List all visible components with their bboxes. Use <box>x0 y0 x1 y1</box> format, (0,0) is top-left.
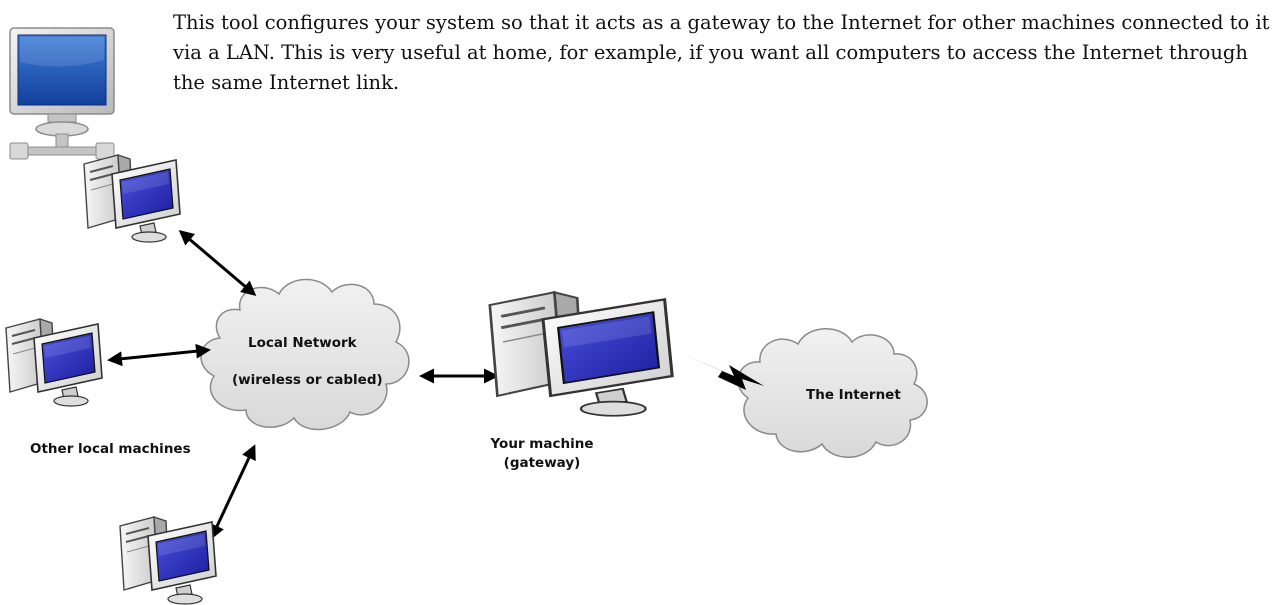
computer-icon <box>487 290 675 418</box>
gateway-label-line2: (gateway) <box>503 455 581 471</box>
arrow-left-machine <box>107 343 211 367</box>
gateway-label-line1: Your machine <box>490 436 594 452</box>
intro-text: This tool configures your system so that… <box>173 11 1270 94</box>
internet-cloud <box>737 328 928 458</box>
computer-icon <box>83 154 181 243</box>
arrow-bottom-machine <box>210 444 256 540</box>
internet-link-bolt <box>678 352 764 390</box>
internet-label: The Internet <box>806 387 901 403</box>
other-machines-label: Other local machines <box>30 441 191 457</box>
lan-sharing-icon <box>9 27 115 160</box>
local-network-label: Local Network <box>248 335 357 351</box>
computer-icon <box>5 318 103 407</box>
arrow-top-machine <box>178 230 257 296</box>
local-network-sublabel: (wireless or cabled) <box>232 372 383 388</box>
computer-icon <box>119 516 217 605</box>
local-network-cloud <box>200 278 410 431</box>
